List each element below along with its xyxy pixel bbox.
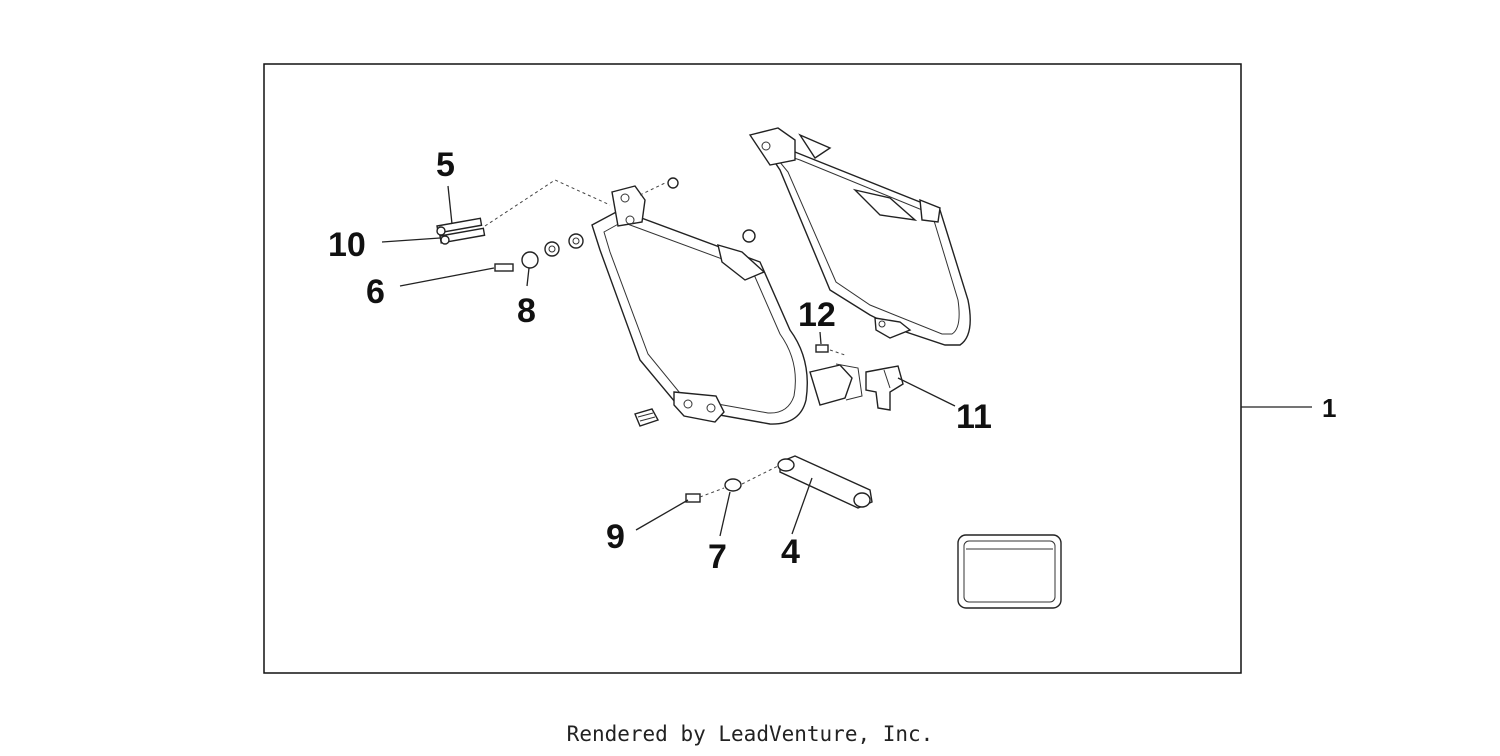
callout-9: 9 xyxy=(606,518,625,556)
bracket-11 xyxy=(865,365,904,411)
bracket-rear xyxy=(748,127,971,346)
bolt-6 xyxy=(494,263,514,272)
leader-7 xyxy=(719,491,731,537)
callout-11: 11 xyxy=(956,398,992,436)
leader-6 xyxy=(399,267,495,287)
callout-10: 10 xyxy=(328,226,366,264)
bracket-front xyxy=(591,185,863,425)
leader-9 xyxy=(635,499,689,531)
leader-12 xyxy=(819,331,822,345)
washer-7 xyxy=(724,478,742,492)
callout-7: 7 xyxy=(708,538,727,576)
leader-10 xyxy=(381,237,441,243)
callout-1: 1 xyxy=(1322,393,1336,423)
label-plate xyxy=(957,534,1062,609)
leader-4 xyxy=(791,477,813,535)
grip-pad xyxy=(634,408,660,427)
diagram-frame xyxy=(263,63,1242,674)
bolt-12 xyxy=(815,344,846,356)
rod-4 xyxy=(741,455,873,509)
bolt-pair xyxy=(436,179,611,245)
callout-4: 4 xyxy=(781,533,800,571)
callout-8: 8 xyxy=(517,292,536,330)
leader-11 xyxy=(897,377,956,407)
leader-5 xyxy=(447,185,453,225)
callout-6: 6 xyxy=(366,273,385,311)
callout-5: 5 xyxy=(436,146,455,184)
bolt-9 xyxy=(685,487,725,503)
leader-8 xyxy=(526,267,530,287)
footer-credit: Rendered by LeadVenture, Inc. xyxy=(566,722,934,746)
callout-12: 12 xyxy=(798,296,836,334)
washers-8 xyxy=(521,177,756,269)
